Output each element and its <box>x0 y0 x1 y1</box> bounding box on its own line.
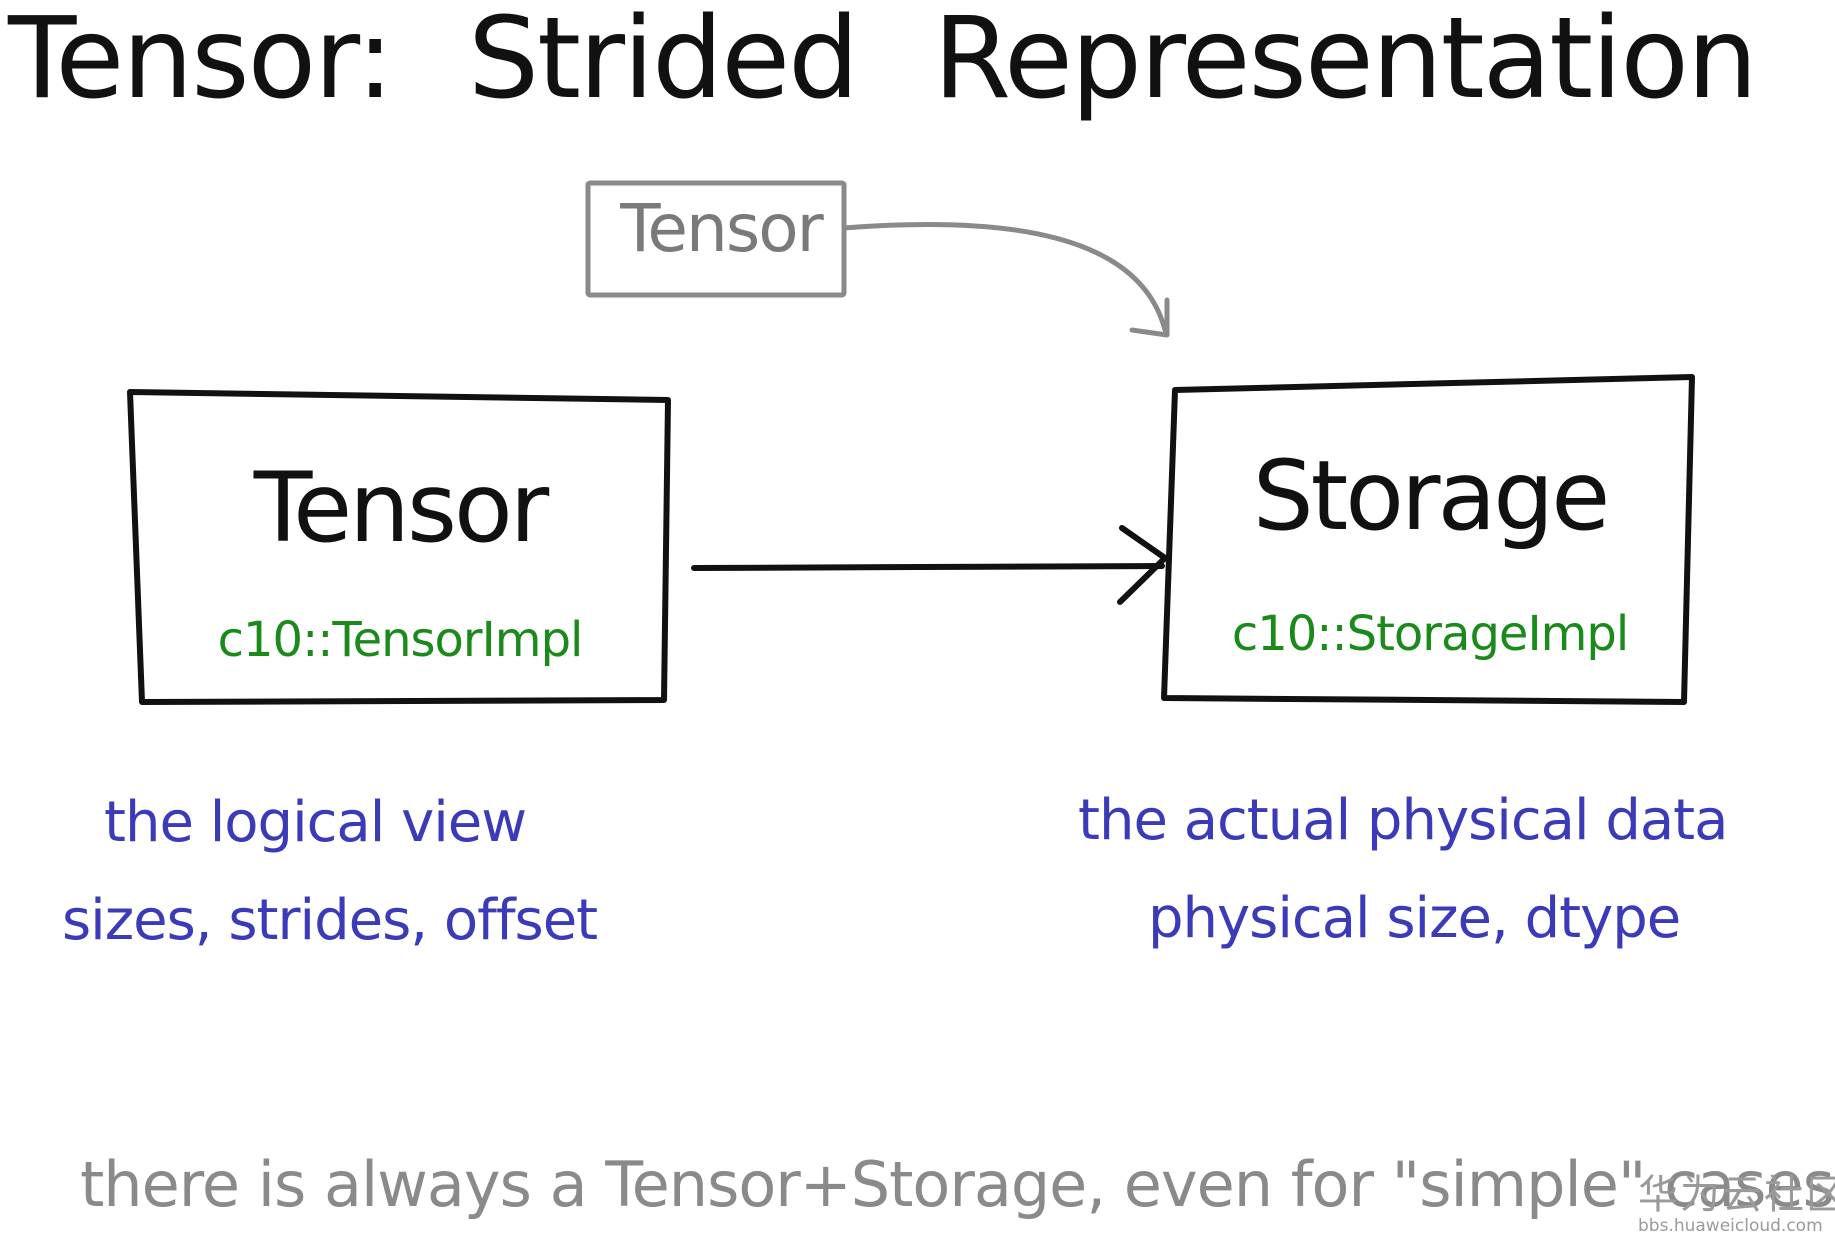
storage-impl-label: c10::StorageImpl <box>1231 606 1629 662</box>
small-tensor-box <box>585 180 847 298</box>
storage-note-line2: physical size, dtype <box>1148 886 1681 951</box>
watermark: 华为云社区 bbs.huaweicloud.com <box>1638 1162 1835 1236</box>
main-arrow-head <box>1117 525 1168 605</box>
storage-box-title: Storage <box>1252 440 1611 552</box>
watermark-url: bbs.huaweicloud.com <box>1638 1216 1823 1236</box>
small-arrow-head <box>1129 297 1170 338</box>
small-tensor-label: Tensor <box>620 190 823 267</box>
tensor-box-title: Tensor <box>253 452 549 564</box>
watermark-cn: 华为云社区 <box>1638 1172 1835 1218</box>
title-word-strided: Strided <box>467 0 859 124</box>
tensor-impl-label: c10::TensorImpl <box>217 612 584 668</box>
small-tensor-to-storage-arrow <box>841 221 1168 333</box>
storage-note-line1: the actual physical data <box>1078 788 1728 853</box>
page-title: Tensor: Strided Representation <box>8 0 1832 124</box>
storage-box <box>1161 374 1695 705</box>
title-word-representation: Representation <box>933 0 1758 124</box>
tensor-box <box>127 389 671 705</box>
footer-note: there is always a Tensor+Storage, even f… <box>80 1148 1835 1221</box>
tensor-note-line1: the logical view <box>104 790 527 855</box>
tensor-note-line2: sizes, strides, offset <box>62 888 598 953</box>
title-word-tensor: Tensor: <box>8 0 394 124</box>
tensor-to-storage-arrow <box>691 563 1165 571</box>
